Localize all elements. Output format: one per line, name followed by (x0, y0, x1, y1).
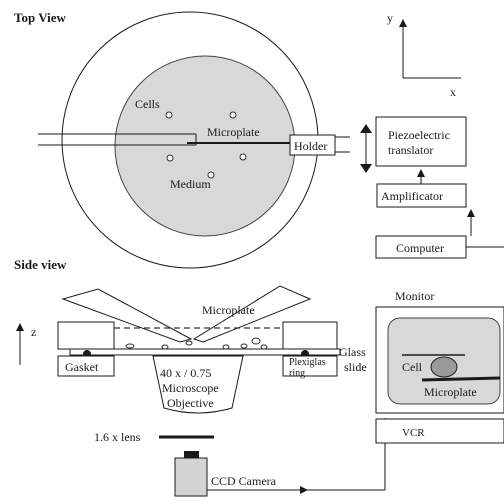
glass-slide-label-line2: slide (344, 360, 367, 374)
top-microplate (38, 133, 350, 156)
computer-label: Computer (396, 241, 444, 255)
monitor-title: Monitor (395, 289, 434, 303)
xy-axes (399, 19, 461, 79)
objective (152, 355, 244, 414)
camera-mount (184, 451, 199, 459)
cell-dot (229, 111, 237, 119)
monitor-cell (430, 356, 458, 378)
ccd-camera (174, 418, 386, 497)
x-axis-label: x (450, 85, 456, 99)
cell-dot (251, 337, 261, 345)
piezo-label-line1: Piezoelectric (388, 128, 450, 142)
side-microplate-label: Microplate (202, 303, 255, 317)
holder-box (289, 134, 336, 156)
cell-dot (185, 340, 193, 346)
plexiglas-upper (282, 321, 338, 350)
camera-label: CCD Camera (211, 474, 277, 488)
cell-dot (260, 344, 268, 350)
medium-label: Medium (170, 177, 211, 191)
glass-slide (69, 348, 341, 356)
objective-label-line2: Microscope (162, 381, 219, 395)
cell-dot (166, 154, 174, 162)
side-chamber (57, 321, 341, 377)
vcr-box (375, 418, 504, 444)
side-view-title: Side view (14, 257, 67, 272)
cells-label: Cells (135, 97, 160, 111)
plexiglas-label-line2: ring (289, 368, 305, 379)
cell-dot (239, 153, 247, 161)
cell-dot (222, 344, 230, 350)
piezo-label-line2: translator (388, 143, 433, 157)
cell-dot (161, 344, 169, 350)
cell-dot (207, 171, 215, 179)
objective-label-line3: Objective (167, 396, 214, 410)
cell-dot (165, 111, 173, 119)
plexiglas-label-line1: Plexiglas (289, 357, 326, 368)
amplifier-label: Amplificator (381, 189, 443, 203)
piezo-translator-box (375, 116, 467, 167)
arrow-up-icon (360, 124, 372, 133)
gasket-upper (57, 321, 115, 350)
monitor (375, 306, 504, 444)
holder-label: Holder (294, 139, 327, 153)
gasket-label: Gasket (65, 360, 99, 374)
monitor-cell-label: Cell (402, 360, 423, 374)
objective-label-line1: 40 x / 0.75 (160, 366, 211, 380)
top-view-title: Top View (14, 10, 67, 25)
glass-slide-label-line1: Glass (339, 345, 366, 359)
z-axis-label: z (31, 325, 36, 339)
gasket-lower (57, 355, 115, 377)
vcr-label: VCR (402, 427, 425, 439)
cell-dot (240, 343, 248, 349)
camera-body (174, 457, 208, 497)
top-microplate-label: Microplate (207, 125, 260, 139)
plexiglas-lower (282, 355, 338, 377)
arrow-down-icon (360, 164, 372, 173)
control-chain (360, 116, 504, 259)
side-microplate-left (61, 288, 193, 343)
petri-dish-top (61, 11, 319, 269)
medium-area (114, 55, 296, 237)
y-axis-label: y (387, 11, 393, 25)
cell-dot (125, 343, 135, 349)
monitor-microplate-bar (421, 376, 501, 382)
arrow-right-icon (300, 486, 308, 494)
monitor-microplate-label: Microplate (424, 385, 477, 399)
objective-body (152, 355, 244, 414)
lens-label: 1.6 x lens (94, 430, 141, 444)
